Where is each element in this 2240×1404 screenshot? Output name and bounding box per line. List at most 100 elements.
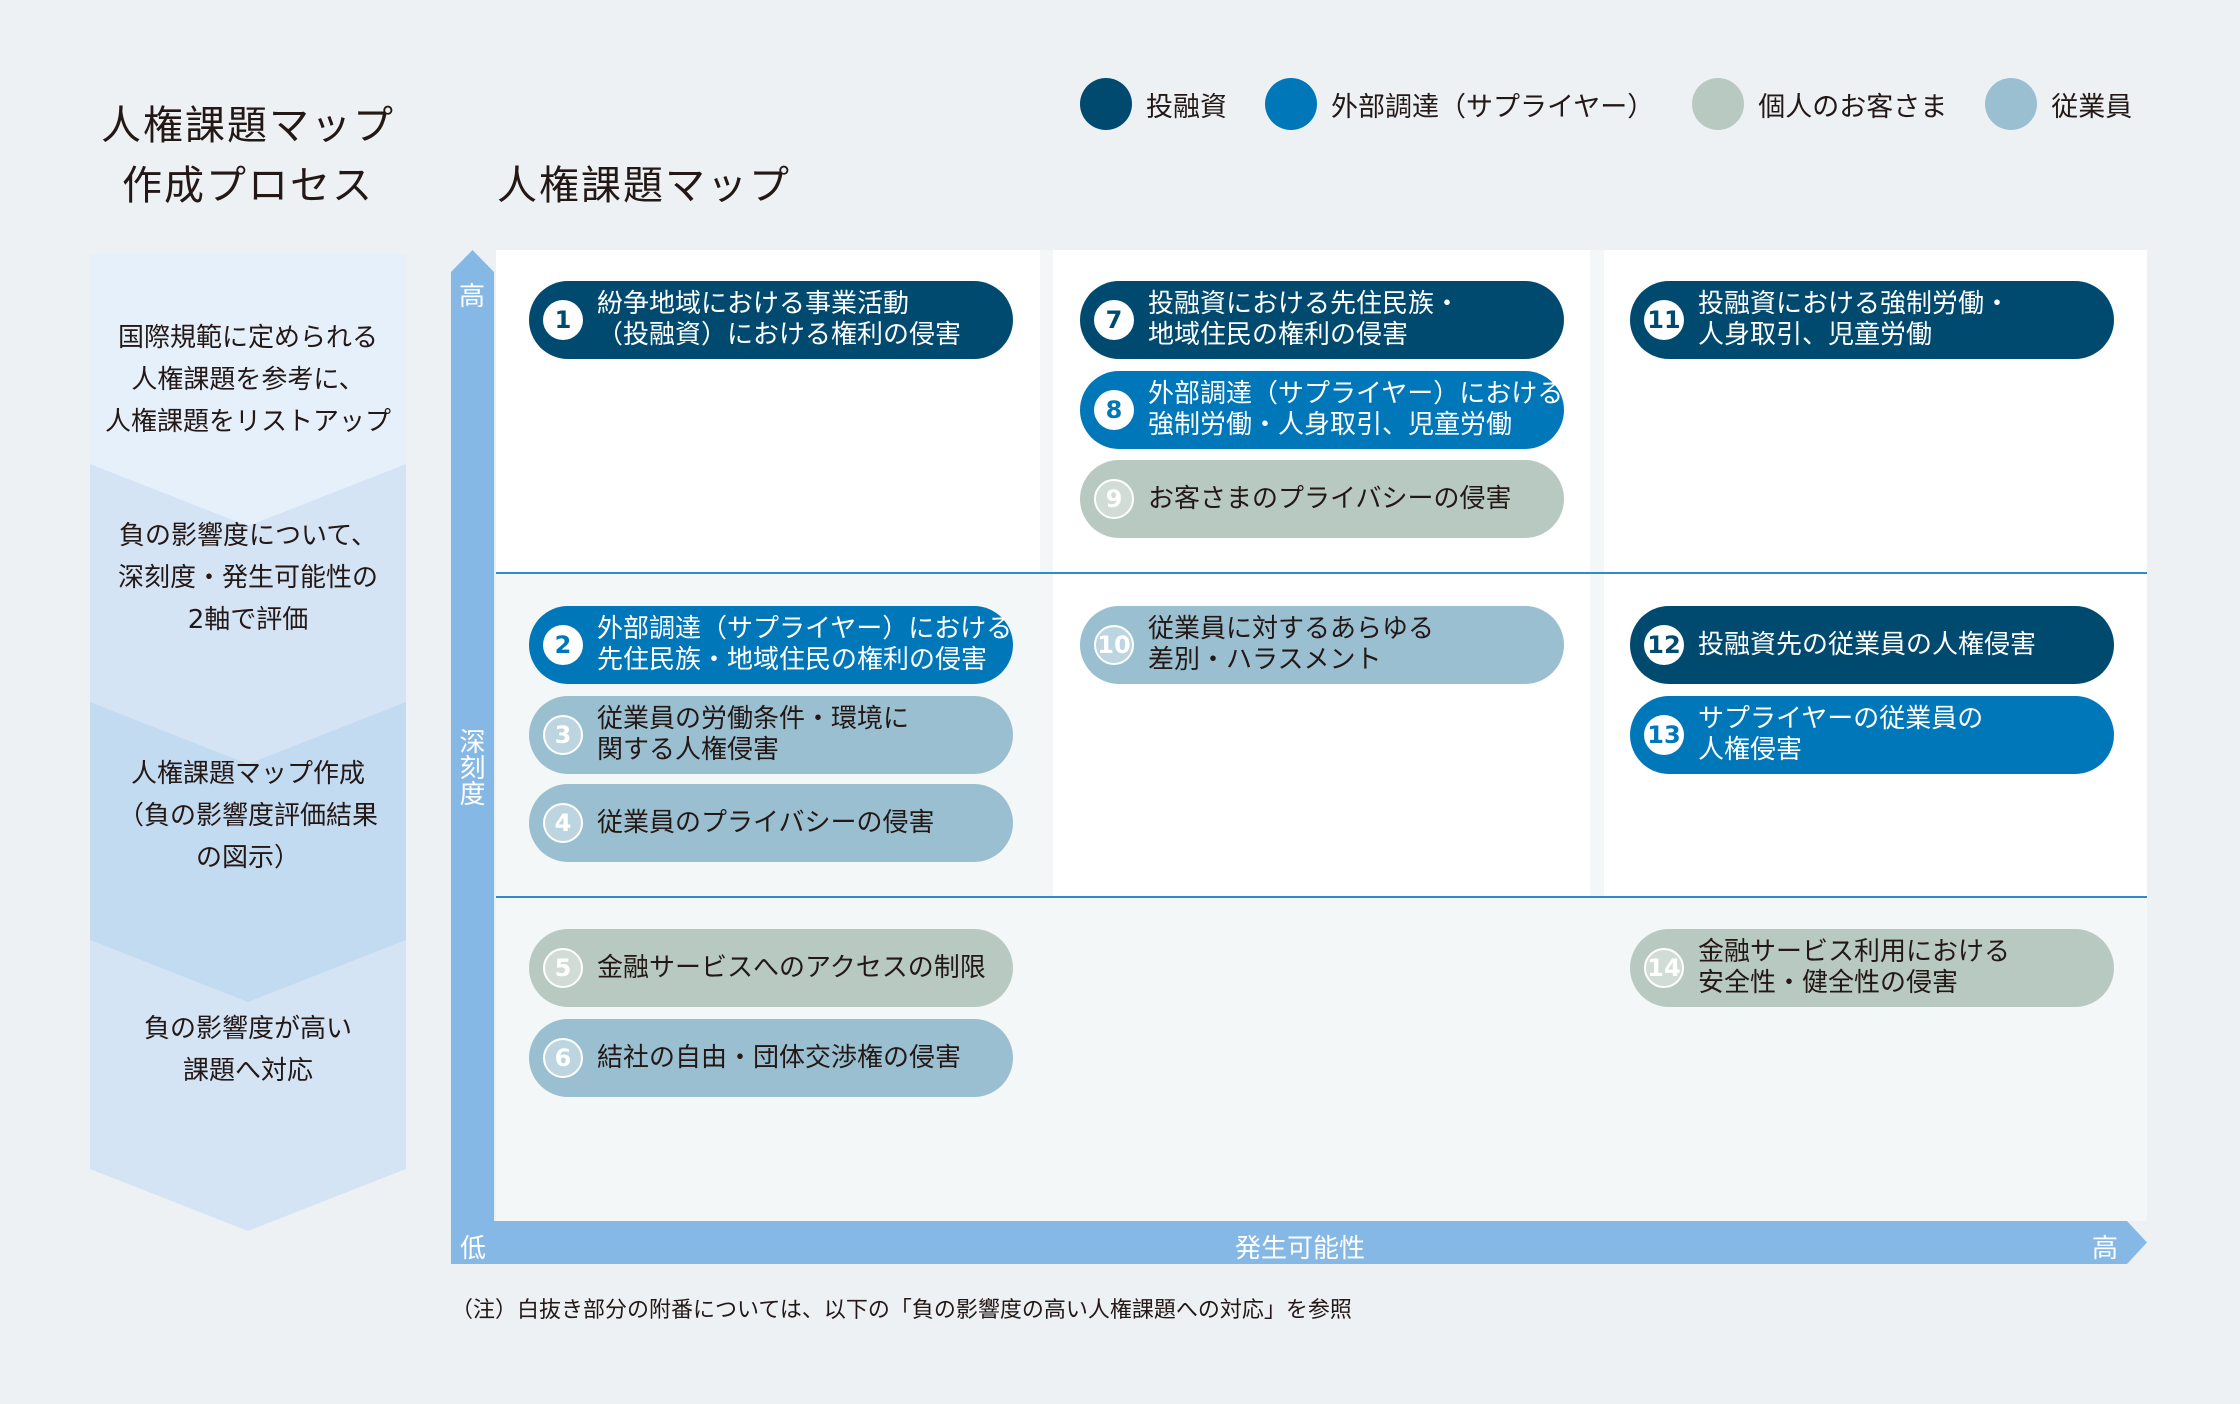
issue-pill: 8 外部調達（サプライヤー）における強制労働・人身取引、児童労働 [1080,371,1564,449]
process-step-line: 人権課題マップ作成 [130,759,365,789]
issue-number-badge: 4 [543,803,583,843]
issue-pill: 3 従業員の労働条件・環境に関する人権侵害 [529,696,1013,774]
issue-number-badge: 1 [543,300,583,340]
issue-text-line: 安全性・健全性の侵害 [1698,968,1959,998]
issue-number-badge: 2 [543,625,583,665]
legend-swatch-icon [1692,78,1745,130]
issue-text-line: 従業員に対するあらゆる [1148,614,1435,644]
issue-text-line: 人身取引、児童労働 [1698,320,1933,350]
cell-gap [1590,574,1604,896]
process-title-line: 人権課題マップ [101,103,395,149]
issue-pill: 12 投融資先の従業員の人権侵害 [1630,606,2114,684]
issue-text: 従業員の労働条件・環境に関する人権侵害 [597,704,909,766]
process-step-line: 負の影響度が高い [143,1013,352,1044]
likelihood-axis [451,1221,2147,1264]
process-step: 国際規範に定められる人権課題を参考に、人権課題をリストアップ [90,254,406,526]
process-step-line: 負の影響度について、 [119,521,377,551]
issue-text: 従業員に対するあらゆる差別・ハラスメント [1148,614,1434,676]
issue-text: 結社の自由・団体交渉権の侵害 [597,1043,961,1074]
issue-text-line: 紛争地域における事業活動 [597,289,910,319]
issue-pill: 4 従業員のプライバシーの侵害 [529,784,1013,862]
issue-number-badge: 5 [543,948,583,988]
issue-text-line: 地域住民の権利の侵害 [1148,320,1409,350]
issue-text-line: 強制労働・人身取引、児童労働 [1148,410,1513,440]
process-step-line: 人権課題をリストアップ [104,407,391,437]
process-title: 人権課題マップ 作成プロセス [90,96,406,216]
issue-number-badge: 8 [1094,390,1134,430]
issue-pill: 7 投融資における先住民族・地域住民の権利の侵害 [1080,281,1564,359]
y-axis-label: 深刻度 [455,728,485,806]
issue-number-badge: 10 [1094,625,1134,665]
footnote: （注）白抜き部分の附番については、以下の「負の影響度の高い人権課題への対応」を参… [451,1298,1352,1323]
process-step-line: 2軸で評価 [187,605,309,635]
issue-text-line: 結社の自由・団体交渉権の侵害 [597,1042,962,1073]
process-step-line: 人権課題を参考に、 [131,365,365,395]
process-title-line: 作成プロセス [122,163,374,209]
legend-swatch-icon [1265,78,1317,130]
issue-number-badge: 13 [1644,715,1684,755]
issue-text-line: 外部調達（サプライヤー）における [1148,379,1564,409]
issue-text-line: 金融サービスへのアクセスの制限 [597,952,986,983]
process-step-line: の図示） [195,843,300,873]
issue-text-line: お客さまのプライバシーの侵害 [1148,483,1512,514]
legend-label: 従業員 [2051,91,2133,123]
issue-text: 投融資における強制労働・人身取引、児童労働 [1698,289,2010,351]
issue-pill: 5 金融サービスへのアクセスの制限 [529,929,1013,1007]
cell-gap [1590,250,1604,572]
issue-text-line: 差別・ハラスメント [1148,645,1382,675]
issue-text-line: 先住民族・地域住民の権利の侵害 [597,645,988,675]
issue-number-badge: 7 [1094,300,1134,340]
y-high-label: 高 [459,282,486,312]
issue-text-line: 関する人権侵害 [597,735,780,765]
issue-text-line: 人権侵害 [1698,735,1803,765]
issue-text-line: （投融資）における権利の侵害 [597,320,962,350]
issue-pill: 1 紛争地域における事業活動（投融資）における権利の侵害 [529,281,1013,359]
issue-number-badge: 14 [1644,948,1684,988]
issue-text-line: 投融資先の従業員の人権侵害 [1698,629,2037,660]
issue-text-line: 外部調達（サプライヤー）における [597,614,1013,644]
legend-swatch-icon [1985,78,2038,130]
issue-number-badge: 9 [1094,479,1134,519]
legend-item: 外部調達（サプライヤー） [1265,78,1654,130]
legend-swatch-icon [1080,78,1132,130]
issue-text-line: 金融サービス利用における [1698,937,2011,967]
issue-number-badge: 12 [1644,625,1684,665]
issue-text: 外部調達（サプライヤー）における強制労働・人身取引、児童労働 [1148,379,1563,441]
issue-text: サプライヤーの従業員の人権侵害 [1698,704,1983,766]
legend-label: 投融資 [1146,91,1227,123]
issue-pill: 11 投融資における強制労働・人身取引、児童労働 [1630,281,2114,359]
divider-line [496,896,2147,898]
issue-text: 紛争地域における事業活動（投融資）における権利の侵害 [597,289,961,351]
issue-text: 金融サービスへのアクセスの制限 [597,953,986,984]
issue-number-badge: 3 [543,715,583,755]
process-step-line: 国際規範に定められる [117,323,378,353]
x-high-label: 高 [2092,1234,2119,1264]
issue-pill: 2 外部調達（サプライヤー）における先住民族・地域住民の権利の侵害 [529,606,1013,684]
process-step-line: 深刻度・発生可能性の [117,563,378,593]
issue-text-line: 従業員のプライバシーの侵害 [597,807,935,838]
legend-item: 従業員 [1985,78,2132,130]
issue-pill: 10 従業員に対するあらゆる差別・ハラスメント [1080,606,1564,684]
legend-label: 外部調達（サプライヤー） [1331,91,1655,123]
issue-text: 投融資における先住民族・地域住民の権利の侵害 [1148,289,1460,351]
issue-pill: 13 サプライヤーの従業員の人権侵害 [1630,696,2114,774]
issue-text-line: サプライヤーの従業員の [1698,704,1984,734]
legend-label: 個人のお客さま [1758,91,1948,123]
legend-item: 個人のお客さま [1692,78,1947,130]
x-low-label: 低 [460,1234,487,1264]
issue-text: 従業員のプライバシーの侵害 [597,808,934,839]
issue-text-line: 従業員の労働条件・環境に [597,704,910,734]
issue-text: 金融サービス利用における安全性・健全性の侵害 [1698,937,2010,999]
issue-text: 投融資先の従業員の人権侵害 [1698,630,2036,661]
process-step-line: （負の影響度評価結果 [117,801,378,831]
legend: 投融資 外部調達（サプライヤー） 個人のお客さま 従業員 [1080,78,2170,130]
process-step-line: 課題へ対応 [182,1055,313,1086]
issue-text-line: 投融資における先住民族・ [1148,289,1461,319]
legend-item: 投融資 [1080,78,1227,130]
divider-line [496,572,2147,574]
issue-number-badge: 11 [1644,300,1684,340]
issue-text: お客さまのプライバシーの侵害 [1148,484,1511,515]
x-axis-label: 発生可能性 [1235,1234,1366,1264]
issue-pill: 9 お客さまのプライバシーの侵害 [1080,460,1564,538]
